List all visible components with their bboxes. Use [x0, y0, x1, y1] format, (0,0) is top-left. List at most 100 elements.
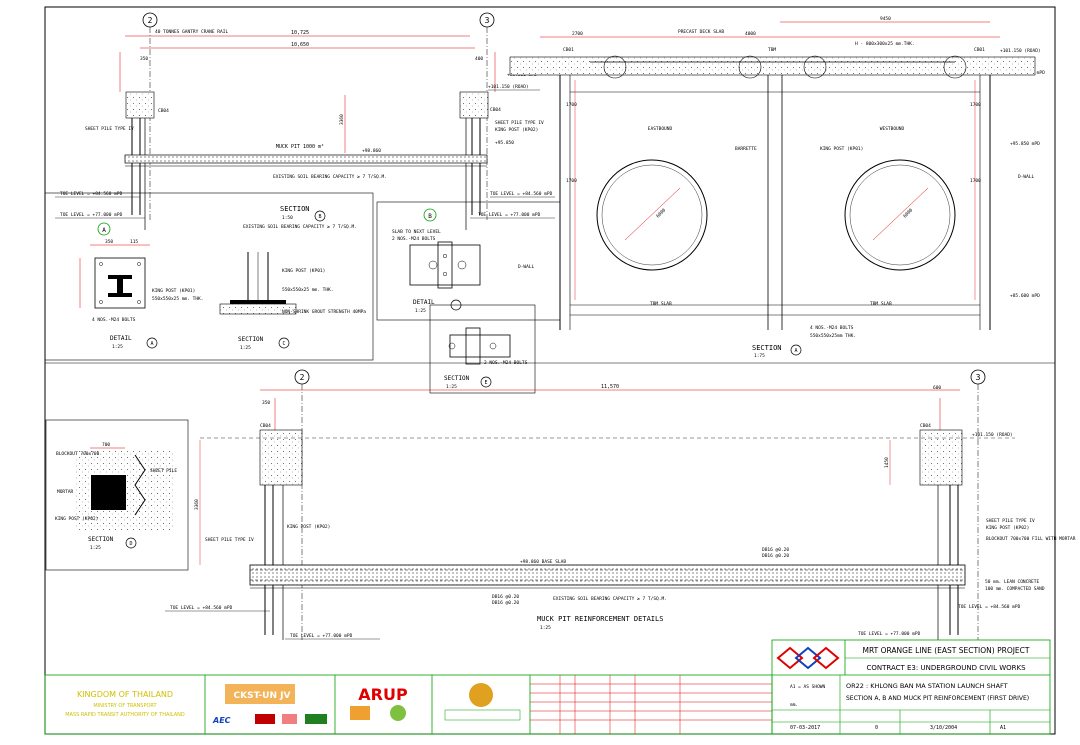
- mp-base-slab: [249, 564, 966, 586]
- detail-a: A 350 115 KING POST (KP01) 550x550x25 mm…: [44, 192, 374, 361]
- mp-dim-right: 600: [933, 385, 941, 391]
- mp-dim-3360: 3360: [194, 499, 200, 510]
- mp-cb04-right: CB04: [920, 423, 931, 429]
- sar-level-85: +85.600 mPD: [1010, 293, 1040, 299]
- mp-title: MUCK PIT REINFORCEMENT DETAILS: [537, 615, 663, 623]
- detail-b-callout: B: [428, 213, 432, 220]
- tb-contractor: CKST-UN JV: [234, 691, 291, 701]
- mp-sheetpile-left: SHEET PILE TYPE IV: [205, 537, 254, 543]
- mp-base-slab-label: +98.860 BASE SLAB: [520, 559, 566, 565]
- mp-rebar-1: DB16 @0.20: [762, 547, 789, 553]
- cb04-label-right: CB04: [490, 107, 501, 113]
- mp-rebar-2: DB16 @0.20: [762, 553, 789, 559]
- tunnel-dim-left: 6000: [655, 207, 667, 219]
- svg-text:AEC: AEC: [212, 716, 231, 725]
- soil-bearing-label: EXISTING SOIL BEARING CAPACITY ≥ 7 T/SQ.…: [273, 174, 387, 180]
- section-c-title: SECTION: [238, 336, 264, 343]
- detail-a-bolts: 4 NOS.-M24 BOLTS: [92, 317, 136, 323]
- mp-toe-left: TOE LEVEL = +84.560 mPD: [170, 605, 233, 611]
- capping-beam-right: [459, 91, 489, 119]
- mp-level-road: +101.150 (ROAD): [972, 432, 1013, 438]
- section-d-title: SECTION: [88, 536, 114, 543]
- detail-a-title: DETAIL: [110, 335, 132, 342]
- tb-date: 07-03-2017: [790, 725, 820, 731]
- sheet-border: [44, 6, 1056, 735]
- toe-level-king-right: TOE LEVEL = +77.000 mPD: [478, 212, 541, 218]
- muck-pit-slab: [124, 154, 488, 164]
- level-mid: +95.850: [495, 140, 514, 146]
- tb-kingdom: KINGDOM OF THAILAND: [77, 690, 173, 699]
- mp-capping-left: [259, 429, 303, 486]
- sar-dim-1700-b: 1700: [566, 178, 577, 184]
- section-b-mark: B: [318, 214, 321, 220]
- dim-3360: 3360: [339, 114, 345, 125]
- mp-dim-1450: 1450: [884, 457, 890, 468]
- section-c-scale: 1:25: [240, 345, 251, 351]
- toe-level-left: TOE LEVEL = +84.560 mPD: [60, 191, 123, 197]
- westbound-label: WESTBOUND: [880, 126, 905, 132]
- level-slab: +98.860: [362, 148, 381, 154]
- deck-slab: [509, 56, 1036, 76]
- eastbound-label: EASTBOUND: [648, 126, 673, 132]
- section-e: 2 NOS.-M24 BOLTS SECTION 1:25 E: [429, 304, 536, 394]
- detail-a-dim-1: 350: [105, 239, 113, 245]
- section-d-scale: 1:25: [90, 545, 101, 551]
- title-block: KINGDOM OF THAILAND MINISTRY OF TRANSPOR…: [44, 639, 1051, 735]
- tunnel-dim-right: 6000: [902, 207, 914, 219]
- sar-dim-1: 2700: [572, 31, 583, 37]
- mp-cb04-left: CB04: [260, 423, 271, 429]
- detail-a-plate: 550x550x25 mm. THK.: [152, 296, 203, 302]
- section-top-left: 2 3 10,725 10,650 40 TONNES GANTRY CRANE…: [55, 12, 555, 230]
- cb01-right: CB01: [974, 47, 985, 53]
- mp-capping-right: [919, 429, 963, 486]
- sar-dim-1700-c: 1700: [970, 102, 981, 108]
- tb-title2: SECTION A, B AND MUCK PIT REINFORCEMENT …: [846, 695, 1029, 702]
- dim-total: 10,725: [291, 30, 309, 36]
- sheet-pile-label: SHEET PILE TYPE IV: [85, 126, 134, 132]
- detail-b-bolts: 2 NOS.-M24 BOLTS: [392, 236, 436, 242]
- section-c-plate: 550x550x25 mm. THK.: [282, 287, 333, 293]
- cb04-label: CB04: [158, 108, 169, 114]
- sar-kingpost: KING POST (KP01): [820, 146, 863, 152]
- blockout-square: [91, 475, 126, 510]
- tb-title1: OR22 : KHLONG BAN MA STATION LAUNCH SHAF…: [846, 682, 1008, 690]
- sar-scale: 1:75: [754, 353, 765, 359]
- section-d-mark: D: [129, 541, 132, 547]
- section-c-mark: C: [282, 341, 285, 347]
- grid-label-2: 2: [148, 16, 153, 25]
- contractor-logo: [225, 684, 295, 704]
- sar-plate: 550x550x25mm THK.: [810, 333, 856, 339]
- section-e-bolts: 2 NOS.-M24 BOLTS: [484, 360, 528, 366]
- mp-dim-left: 350: [262, 400, 270, 406]
- king-post-profile: [108, 275, 132, 297]
- gantry-rail-label: 40 TONNES GANTRY CRANE RAIL: [155, 29, 228, 35]
- section-e-title: SECTION: [444, 375, 470, 382]
- mp-kingpost-left: KING POST (KP02): [287, 524, 330, 530]
- section-e-scale: 1:25: [446, 384, 457, 390]
- sar-title: SECTION: [752, 344, 782, 352]
- grid-b-label-3: 3: [976, 373, 981, 382]
- detail-a-dim-2: 115: [130, 239, 138, 245]
- mp-kingpost-right: KING POST (KP02): [986, 525, 1029, 531]
- toe-level-right: TOE LEVEL = +84.560 mPD: [490, 191, 553, 197]
- dim-right: 400: [475, 56, 483, 62]
- mp-blockout: BLOCKOUT 700x700 FILL WITH MORTAR: [986, 536, 1076, 542]
- mrta-logo: [776, 646, 840, 670]
- sar-level-95: +95.850 mPD: [1010, 141, 1040, 147]
- section-b-title: SECTION: [280, 205, 310, 213]
- section-a-right: 2700 4000 9450 PRECAST DECK SLAB H - 800…: [507, 16, 1045, 359]
- sar-dwall-left: D-WALL: [518, 264, 535, 270]
- muck-pit-label: MUCK PIT 1000 m²: [276, 144, 324, 150]
- detail-b-slab: SLAB TO NEXT LEVEL: [392, 229, 441, 235]
- sar-mark: A: [794, 348, 797, 354]
- detail-b-title: DETAIL: [413, 299, 435, 306]
- tb-units: mm.: [790, 703, 798, 708]
- mp-toe-right: TOE LEVEL = +84.560 mPD: [958, 604, 1021, 610]
- tbm-slab-right: TBM SLAB: [870, 301, 892, 307]
- section-d-sheetpile: SHEET PILE: [150, 468, 177, 474]
- section-c-kingpost: KING POST (KP01): [282, 268, 325, 274]
- detail-a-scale: 1:25: [112, 344, 123, 350]
- detail-a-callout: A: [102, 227, 106, 234]
- detail-b: B SLAB TO NEXT LEVEL 2 NOS.-M24 BOLTS DE…: [376, 201, 561, 321]
